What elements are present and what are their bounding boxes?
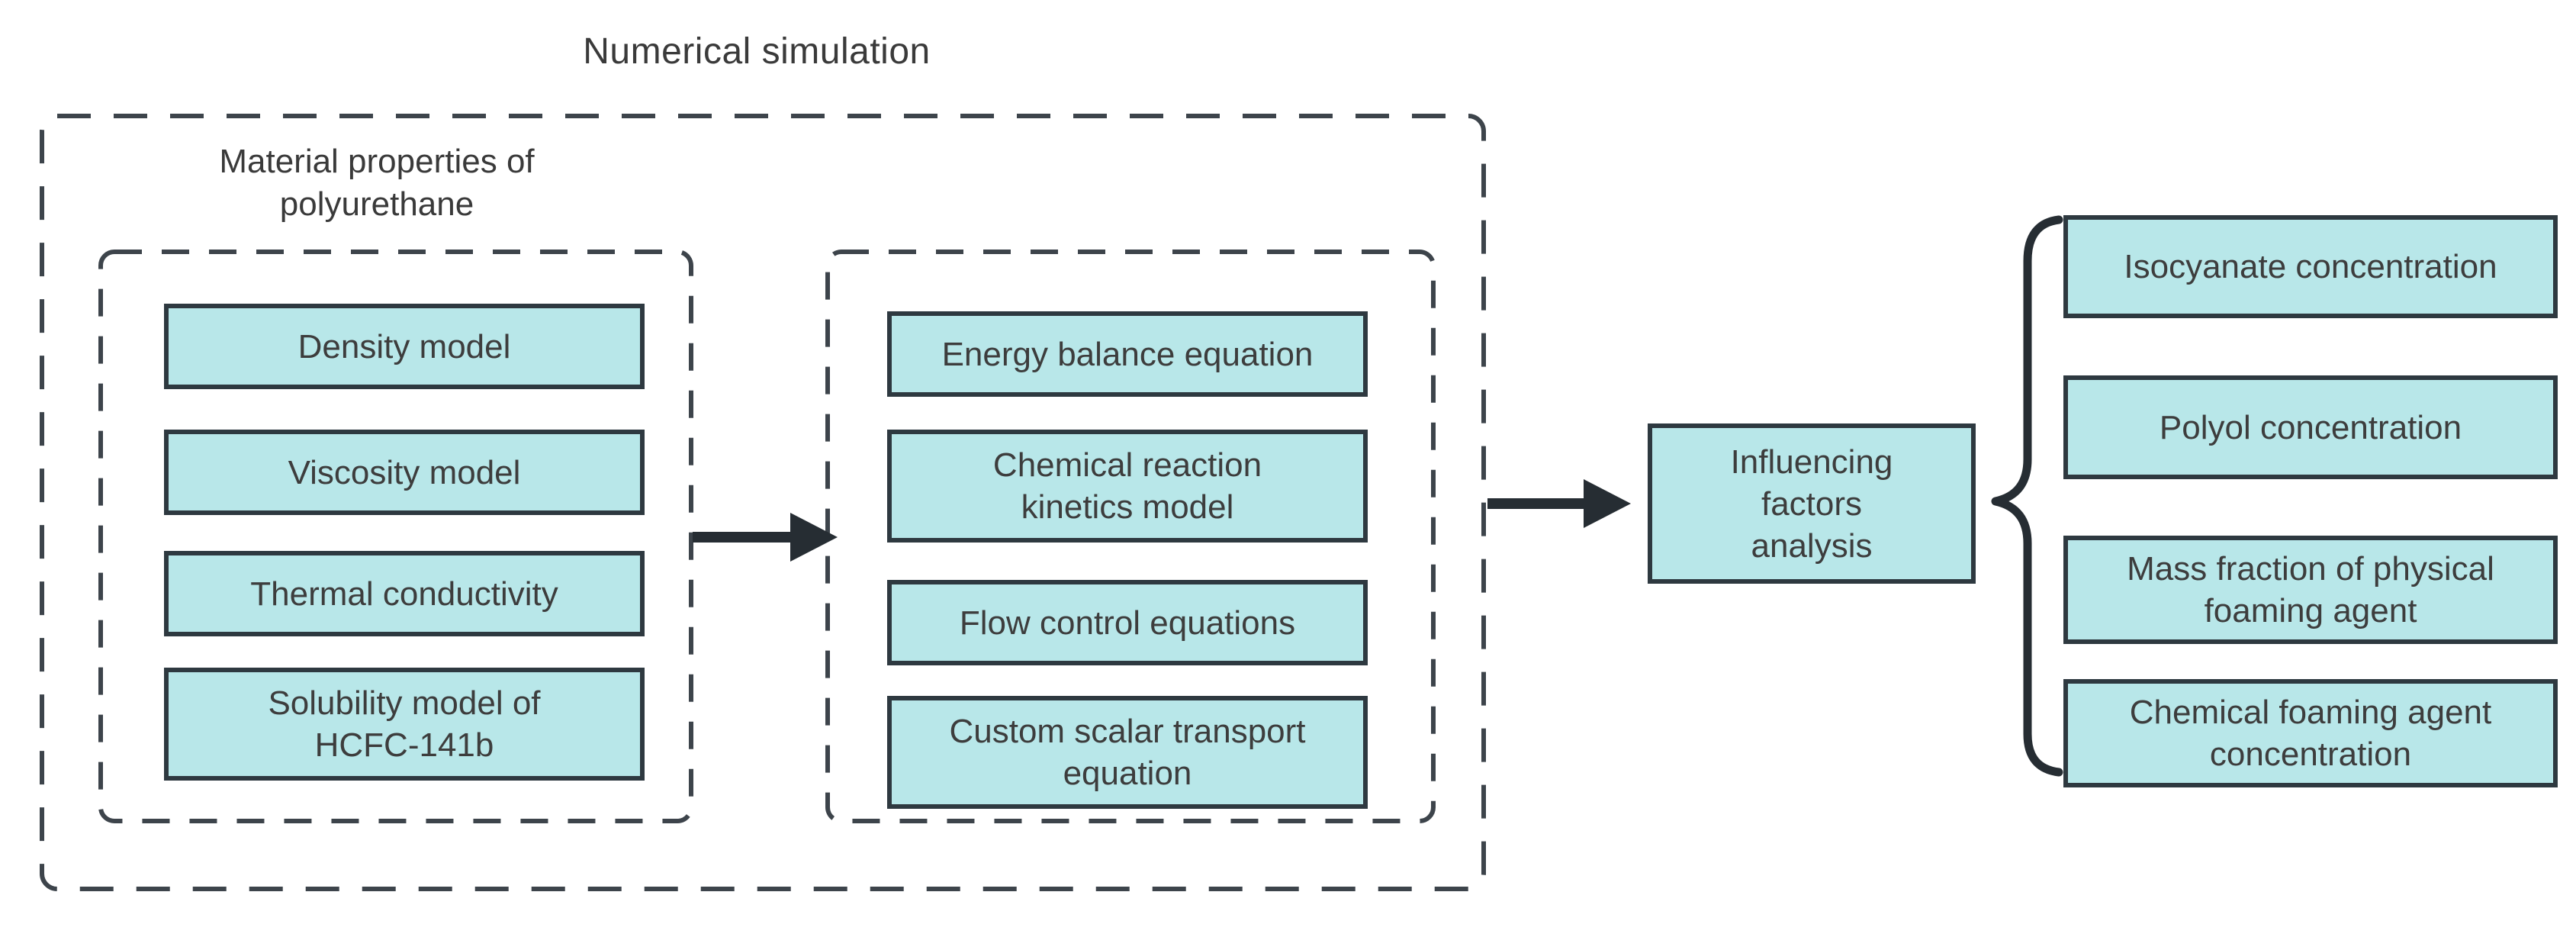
node-label: Solubility model of HCFC-141b [268, 684, 541, 764]
curly-brace-icon [1991, 215, 2063, 777]
node-viscosity-model: Viscosity model [164, 430, 645, 515]
node-label: Chemical reaction kinetics model [992, 446, 1262, 526]
node-custom-scalar-transport-equation: Custom scalar transport equation [887, 696, 1368, 809]
node-chemical-reaction-kinetics-model: Chemical reaction kinetics model [887, 430, 1368, 543]
node-mass-fraction-physical-foaming-agent: Mass fraction of physical foaming agent [2063, 536, 2558, 644]
node-label: Energy balance equation [941, 335, 1314, 373]
node-energy-balance-equation: Energy balance equation [887, 311, 1368, 397]
equations-dashed-container [825, 250, 1436, 823]
node-label: Viscosity model [288, 453, 521, 491]
node-chemical-foaming-agent-concentration: Chemical foaming agent concentration [2063, 679, 2558, 787]
numerical-simulation-dashed-container [40, 114, 1486, 891]
node-label: Flow control equations [959, 604, 1296, 642]
arrow-right-icon [1487, 479, 1631, 528]
node-label: Density model [297, 327, 511, 365]
node-density-model: Density model [164, 304, 645, 389]
node-label: Isocyanate concentration [2124, 248, 2497, 285]
arrow-right-icon [693, 513, 838, 562]
material-properties-dashed-container [98, 250, 693, 823]
material-properties-group-label: Material properties of polyurethane [219, 143, 535, 223]
node-label: Custom scalar transport equation [949, 713, 1306, 792]
node-thermal-conductivity: Thermal conductivity [164, 551, 645, 636]
node-label: Thermal conductivity [250, 575, 558, 613]
node-solubility-model-hcfc141b: Solubility model of HCFC-141b [164, 668, 645, 781]
node-label: Mass fraction of physical foaming agent [2127, 550, 2494, 629]
node-isocyanate-concentration: Isocyanate concentration [2063, 215, 2558, 318]
node-influencing-factors-analysis: Influencing factors analysis [1648, 423, 1976, 584]
node-label: Polyol concentration [2159, 408, 2462, 446]
node-label: Influencing factors analysis [1730, 443, 1893, 565]
node-polyol-concentration: Polyol concentration [2063, 375, 2558, 479]
node-flow-control-equations: Flow control equations [887, 580, 1368, 665]
node-label: Chemical foaming agent concentration [2129, 694, 2492, 773]
page-title: Numerical simulation [583, 31, 931, 72]
